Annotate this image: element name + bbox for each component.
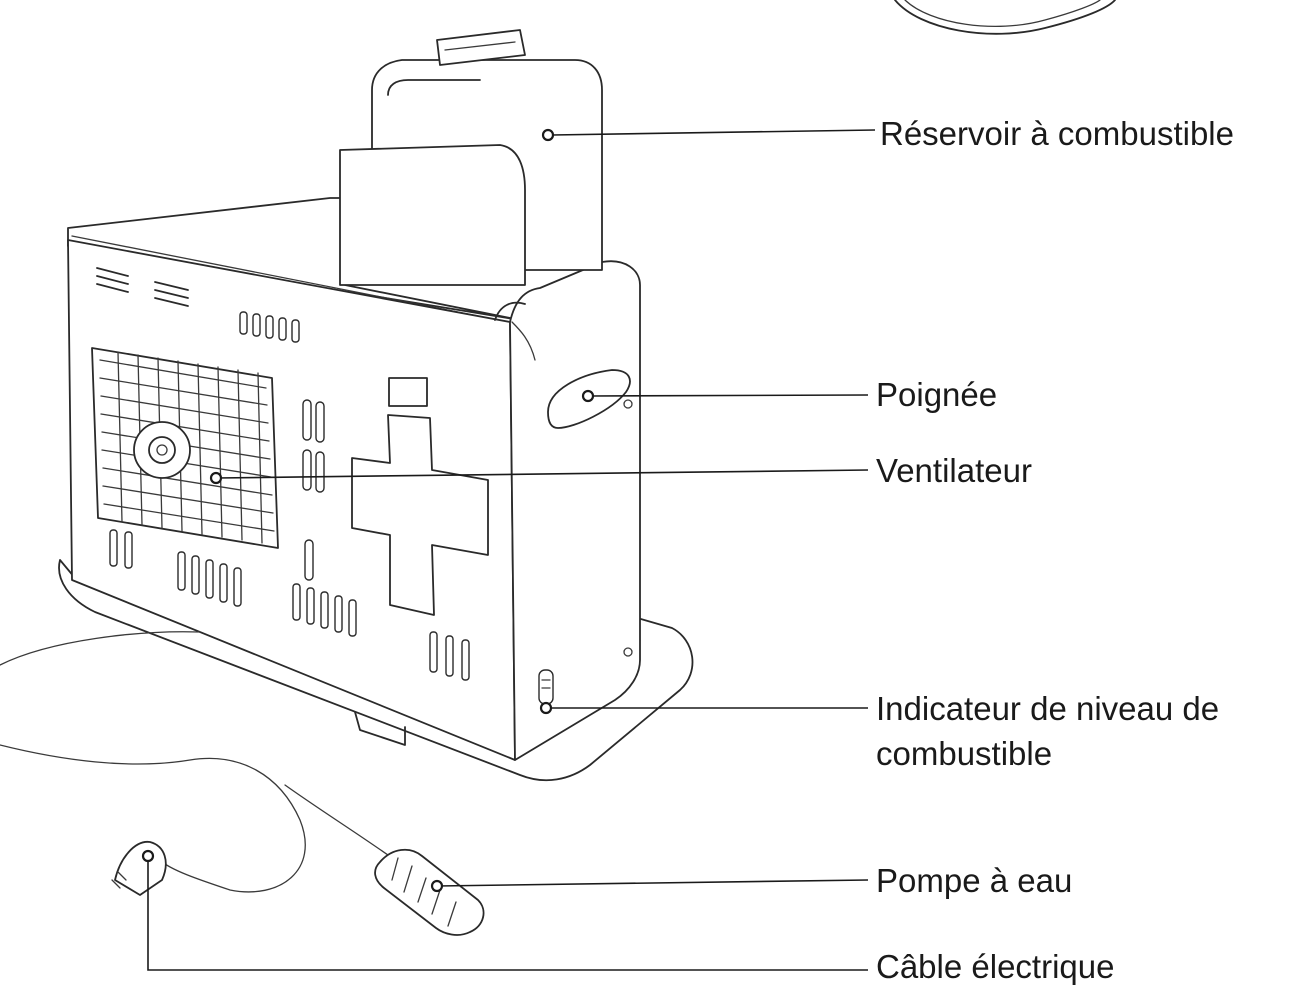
- upper-vents: [96, 267, 189, 307]
- water-pump: [284, 784, 485, 936]
- pointer-dots: [141, 128, 595, 893]
- dot-water-pump: [430, 879, 444, 893]
- leader-handle: [589, 394, 869, 397]
- dot-fuel-gauge: [539, 701, 553, 715]
- label-power-cable: Câble électrique: [876, 948, 1114, 985]
- leader-power-cable: [147, 858, 868, 971]
- dot-power-cable: [141, 849, 155, 863]
- leader-fuel-tank: [551, 129, 876, 136]
- label-water-pump: Pompe à eau: [876, 862, 1072, 899]
- label-handle: Poignée: [876, 376, 997, 413]
- dot-fuel-tank: [541, 128, 555, 142]
- heater-body: [67, 197, 641, 761]
- cable-loop-top: [894, 0, 1116, 35]
- callout-labels: Réservoir à combustible Poignée Ventilat…: [876, 115, 1234, 985]
- label-fuel-gauge-line1: Indicateur de niveau de: [876, 690, 1219, 727]
- dot-handle: [581, 389, 595, 403]
- dot-fan: [209, 471, 223, 485]
- leader-lines: [147, 129, 876, 971]
- fan-grille: [91, 347, 279, 549]
- top-slot-row: [239, 311, 300, 343]
- side-vents: [302, 399, 325, 581]
- bottom-vents: [109, 529, 470, 681]
- label-fuel-tank: Réservoir à combustible: [880, 115, 1234, 152]
- plus-window: [351, 377, 489, 616]
- fuel-gauge: [538, 647, 633, 705]
- leader-fan: [215, 469, 869, 479]
- label-fan: Ventilateur: [876, 452, 1032, 489]
- leader-water-pump: [436, 879, 869, 887]
- fuel-tank: [339, 29, 603, 286]
- label-fuel-gauge-line2: combustible: [876, 735, 1052, 772]
